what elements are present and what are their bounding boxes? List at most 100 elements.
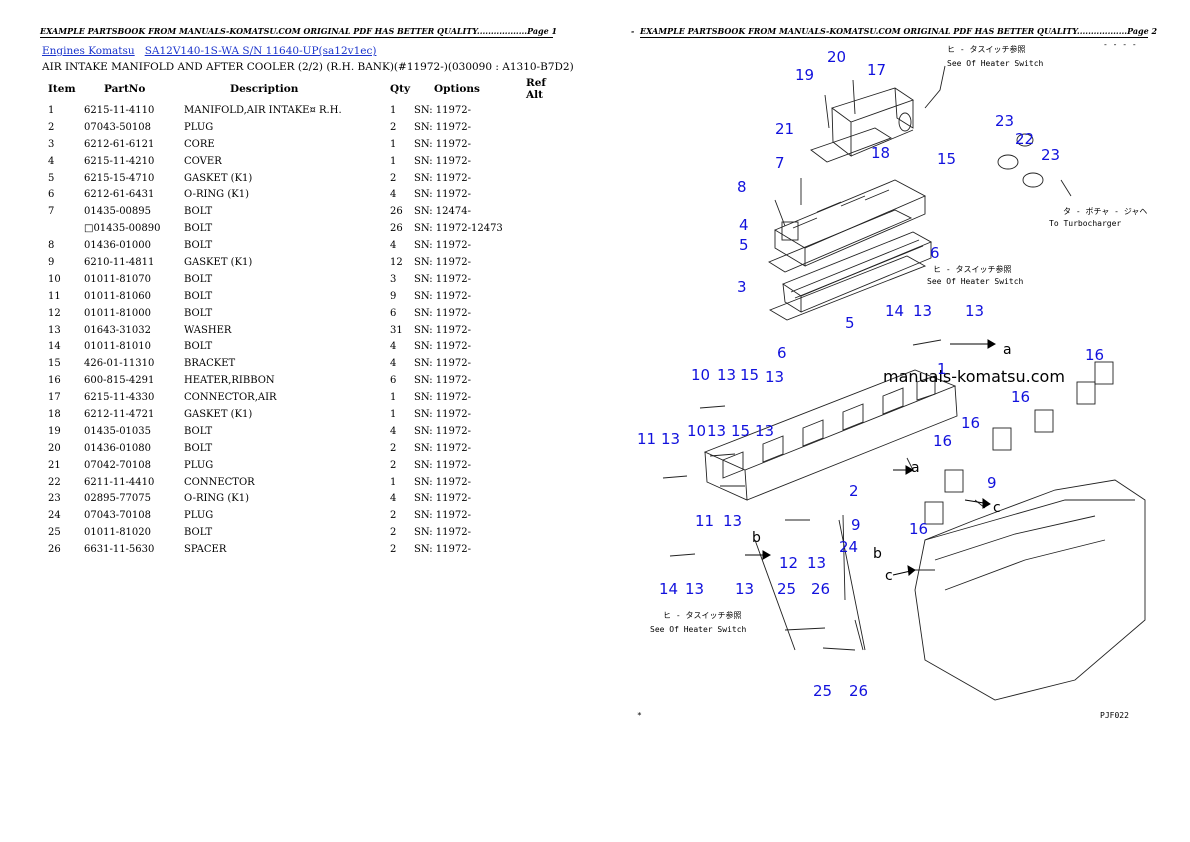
callout-number: 13 <box>717 366 736 384</box>
cell-partno: 07043-50108 <box>84 121 152 133</box>
cell-item: 9 <box>48 256 55 268</box>
cell-qty: 2 <box>390 544 397 556</box>
cell-ref-alt <box>526 186 566 203</box>
cell-qty: 6 <box>390 307 397 319</box>
cell-description: O-RING (K1) <box>184 493 249 505</box>
cell-ref-alt <box>526 372 566 389</box>
cell-item: 11 <box>48 290 61 302</box>
cell-ref-alt <box>526 288 566 305</box>
cell-partno: 01011-81010 <box>84 341 152 353</box>
breadcrumb-link-model[interactable]: SA12V140-1S-WA S/N 11640-UP(sa12v1ec) <box>144 45 377 57</box>
cell-options: SN: 11972- <box>414 442 471 454</box>
cell-partno: 01011-81000 <box>84 307 152 319</box>
cell-description: CONNECTOR,AIR <box>184 392 277 404</box>
cell-item: 18 <box>48 408 61 420</box>
callout-number: 25 <box>777 580 796 598</box>
cell-options: SN: 11972- <box>414 358 471 370</box>
cell-qty: 26 <box>390 206 403 218</box>
cell-ref-alt <box>526 474 566 491</box>
callout-number: 23 <box>995 112 1014 130</box>
cell-ref-alt <box>526 338 566 355</box>
cell-item: 24 <box>48 510 61 522</box>
cell-ref-alt <box>526 355 566 372</box>
cell-options: SN: 11972- <box>414 392 471 404</box>
cell-ref-alt <box>526 322 566 339</box>
cell-partno: □01435-00890 <box>84 223 161 235</box>
cell-item: 14 <box>48 341 61 353</box>
cell-qty: 4 <box>390 425 397 437</box>
page-header-text: EXAMPLE PARTSBOOK FROM MANUALS-KOMATSU.C… <box>640 26 1158 36</box>
cell-partno: 6215-11-4330 <box>84 392 155 404</box>
cell-item: 21 <box>48 459 61 471</box>
cell-partno: 6212-61-6431 <box>84 189 155 201</box>
cell-qty: 31 <box>390 324 403 336</box>
cell-ref-alt <box>526 541 566 558</box>
callout-number: 24 <box>839 538 858 556</box>
cell-ref-alt <box>526 490 566 507</box>
cell-options: SN: 11972- <box>414 138 471 150</box>
cell-description: PLUG <box>184 121 214 133</box>
header-dash: - <box>631 26 635 36</box>
callout-number: 13 <box>755 422 774 440</box>
cell-options: SN: 11972- <box>414 425 471 437</box>
cell-item: 23 <box>48 493 61 505</box>
ref-letter-c: c <box>885 568 893 584</box>
cell-qty: 1 <box>390 155 397 167</box>
watermark-text: manuals-komatsu.com <box>883 367 1065 386</box>
cell-ref-alt <box>526 153 566 170</box>
cell-qty: 6 <box>390 375 397 387</box>
cell-options: SN: 11972- <box>414 476 471 488</box>
cell-description: BOLT <box>184 206 213 218</box>
cell-options: SN: 11972- <box>414 527 471 539</box>
cell-ref-alt <box>526 119 566 136</box>
callout-number: 16 <box>961 414 980 432</box>
turbo-note-jp: タ - ボチャ - ジャヘ <box>1063 207 1147 216</box>
parts-page-1: EXAMPLE PARTSBOOK FROM MANUALS-KOMATSU.C… <box>40 26 574 558</box>
cell-ref-alt <box>526 136 566 153</box>
cell-ref-alt <box>526 102 566 119</box>
cell-qty: 1 <box>390 104 397 116</box>
cell-options: SN: 11972- <box>414 256 471 268</box>
cell-description: PLUG <box>184 510 214 522</box>
cell-item: 19 <box>48 425 61 437</box>
callout-number: 13 <box>913 302 932 320</box>
callout-number: 1 <box>937 360 947 378</box>
breadcrumb: Engines Komatsu SA12V140-1S-WA S/N 11640-… <box>42 45 386 57</box>
breadcrumb-link-engines[interactable]: Engines Komatsu <box>42 45 135 57</box>
cell-item: 12 <box>48 307 61 319</box>
cell-qty: 2 <box>390 527 397 539</box>
callout-number: 10 <box>687 422 706 440</box>
callout-number: 13 <box>735 580 754 598</box>
callout-number: 16 <box>1085 346 1104 364</box>
cell-qty: 4 <box>390 240 397 252</box>
cell-partno: 01011-81070 <box>84 273 152 285</box>
cell-qty: 1 <box>390 392 397 404</box>
cell-partno: 6631-11-5630 <box>84 544 155 556</box>
callout-number: 4 <box>739 216 749 234</box>
cell-ref-alt <box>526 406 566 423</box>
ref-letter-b: b <box>752 530 761 546</box>
page-header: - EXAMPLE PARTSBOOK FROM MANUALS-KOMATSU… <box>631 26 1157 38</box>
cell-ref-alt <box>526 170 566 187</box>
callout-number: 19 <box>795 66 814 84</box>
cell-options: SN: 11972- <box>414 459 471 471</box>
cell-options: SN: 11972- <box>414 510 471 522</box>
cell-qty: 12 <box>390 256 403 268</box>
heater-switch-note-en-3: See Of Heater Switch <box>650 625 747 634</box>
heater-switch-note-jp-3: ヒ - タスイッチ参照 <box>663 610 741 620</box>
cell-qty: 2 <box>390 121 397 133</box>
cell-description: MANIFOLD,AIR INTAKE¤ R.H. <box>184 104 342 116</box>
callout-number: 21 <box>775 120 794 138</box>
cell-item: 7 <box>48 206 55 218</box>
cell-description: PLUG <box>184 459 214 471</box>
callout-number: 7 <box>775 154 785 172</box>
callout-number: 16 <box>933 432 952 450</box>
